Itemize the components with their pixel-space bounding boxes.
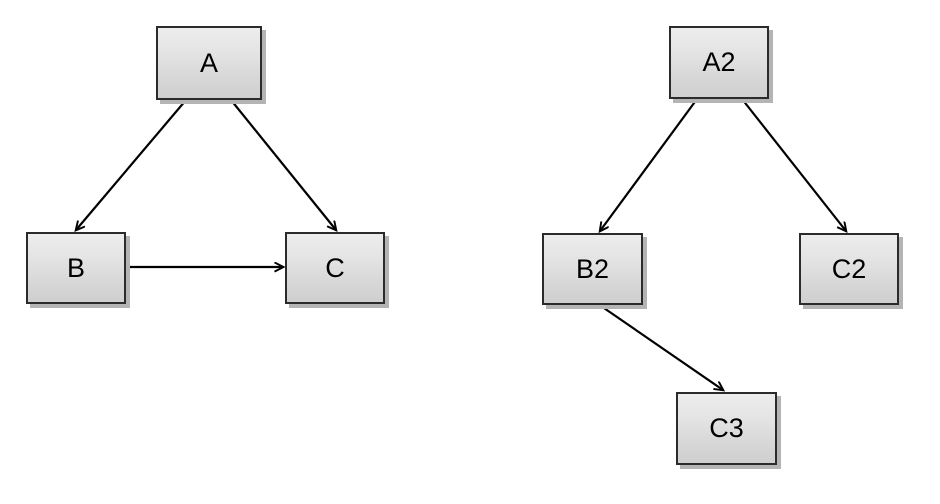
node-label-b2: B2	[575, 253, 610, 284]
node-label-a2: A2	[702, 47, 736, 77]
edge-a-to-c	[230, 99, 336, 230]
edge-a-to-b	[76, 99, 187, 230]
node-a[interactable]: A	[156, 26, 262, 100]
edge-b2-to-c3	[600, 305, 723, 390]
node-c[interactable]: C	[285, 232, 385, 304]
edge-a2-to-b2	[600, 98, 698, 231]
node-label-b: B	[66, 252, 85, 283]
node-b2[interactable]: B2	[542, 233, 643, 305]
node-a2[interactable]: A2	[669, 26, 769, 99]
edge-a2-to-c2	[741, 98, 846, 231]
node-label-c2: C2	[831, 253, 867, 284]
node-label-c3: C3	[709, 413, 744, 443]
node-label-c: C	[325, 252, 345, 283]
node-c2[interactable]: C2	[799, 233, 899, 305]
node-b[interactable]: B	[26, 232, 126, 304]
node-c3[interactable]: C3	[676, 392, 777, 465]
node-label-a: A	[199, 47, 218, 78]
